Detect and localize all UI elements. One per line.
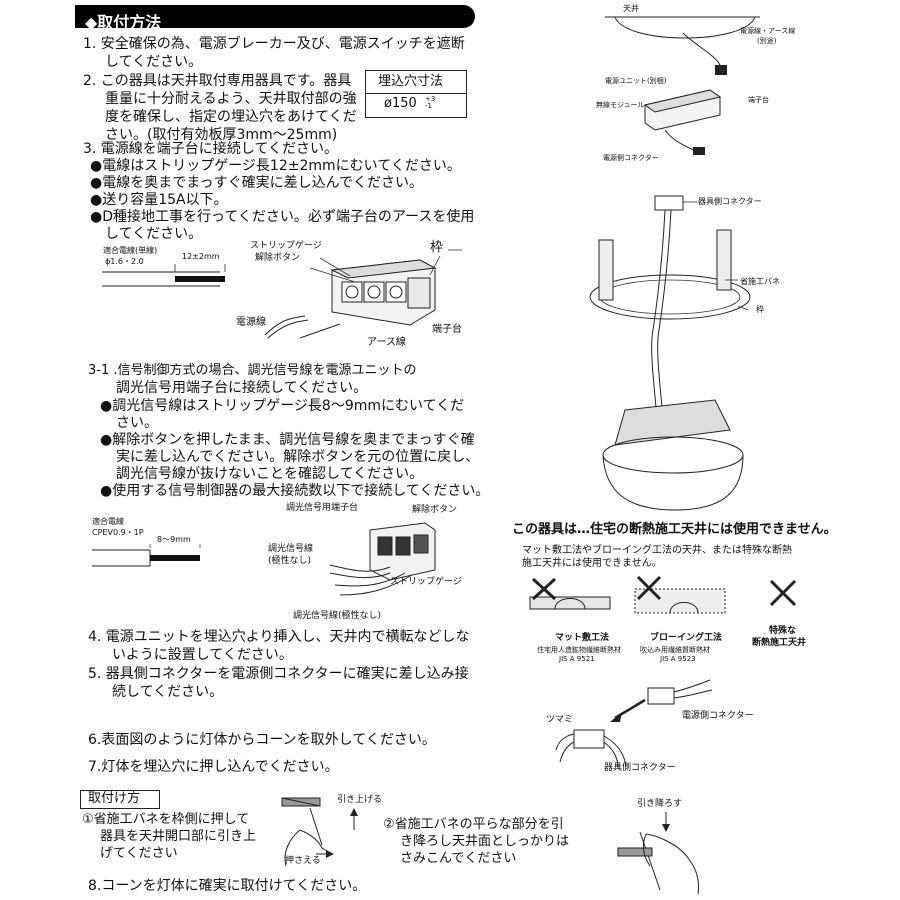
step3-bullet1: ●電線はストリップゲージ長12±2mmにむいてください。 [90,158,461,174]
step31-bullet3: ●使用する信号制御器の最大接続数以下で接続してください。 [100,483,490,499]
step31-bullet2b: 実に差し込んでください。解除ボタンを元の位置に戻し、 [116,449,480,465]
special-method-label1: 特殊な [769,626,797,636]
d1-wires-drawing [264,315,341,339]
spring-label: 省施工バネ [740,277,780,286]
power-conn-label2: 電源側コネクター [682,711,754,721]
warning-title: この器具は…住宅の断熱施工天井には使用できません。 [512,522,837,537]
page-title: ◆取付方法 [85,13,162,32]
step2-line3: 度を確保し、指定の埋込穴をあけてくだ [105,109,357,125]
step2-line2: 重量に十分耐えるよう、天井取付部の強 [105,91,357,107]
d2-wire-spec2: CPEV0.9・1P [92,528,144,537]
blowing-method-jis: JIS A 9523 [660,655,696,663]
connector-drawing [555,679,713,769]
d2-signal-wire-label: 調光信号線 [268,544,314,554]
mat-method-desc: 住宅用人造鉱物繊維断熱材 [537,646,621,654]
cutout-value: ø150 [384,96,417,111]
step31-bullet1b: さい。 [116,415,158,431]
step3-line1: 3. 電源線を端子台に接続してください。 [83,141,338,157]
special-method-drawing [769,579,797,607]
d2-release-button-label: 解除ボタン [412,505,458,515]
step2-line4: さい。(取付有効板厚3mm〜25mm) [105,127,338,143]
d2-terminal-label: 調光信号用端子台 [286,503,359,513]
d1-strip-gauge-label: ストリップゲージ [250,241,322,251]
wireless-module-label: 無線モジュール [596,101,645,109]
push-spring-drawing [281,797,358,867]
step31-line1: 3-1 .信号制御方式の場合、調光信号線を電源ユニットの [88,363,417,378]
d2-strip-gauge-label: ストリップゲージ [390,577,462,587]
title-bar [75,5,475,28]
d2-strip-length: 8〜9mm [157,535,191,544]
blowing-method-label: ブローイング工法 [650,633,723,643]
signal-terminal-drawing [329,522,436,596]
step3-bullet2: ●電線を奥までまっすぐ確実に差し込んでください。 [90,175,423,191]
cutout-tolerance: +3 -1 [425,95,436,110]
install-header: 取付け方 [88,791,141,806]
step5-line2: 続してください。 [112,684,224,700]
d1-wire-spec2: ϕ1.6・2.0 [105,257,144,266]
install-c2-line1: ②省施工バネの平らな部分を引 [383,817,564,832]
d1-terminal-label: 端子台 [432,324,462,335]
terminal-block-drawing [309,249,462,326]
step6: 6.表面図のように灯体からコーンを取外してください。 [88,732,436,748]
step7: 7.灯体を埋込穴に押し込んでください。 [88,759,339,775]
step1-line1: 1. 安全確保の為、電源ブレーカー及び、電源スイッチを遮断 [83,36,465,52]
d1-stripped-wire-drawing [102,264,226,287]
step3-bullet4a: ●D種接地工事を行ってください。必ず端子台のアースを使用 [90,209,475,225]
d1-release-button-label: 解除ボタン [255,253,301,263]
install-c2-line3: さみこんでください [400,851,517,866]
ceiling-label: 天井 [623,4,639,13]
step4-line2: いように設置してください。 [112,647,293,663]
d1-frame-label: 枠 [430,240,444,255]
special-method-label2: 断熱施工天井 [752,638,807,648]
press-label: 押さえる [285,856,321,866]
d2-signal-wire2-label: 調光信号線(極性なし) [293,611,382,621]
psu-label: 電源ユニット(別梱) [605,77,667,85]
power-earth-note: (別途) [757,37,777,45]
step4-line1: 4. 電源ユニットを埋込穴より挿入し、天井内で横転などしな [88,629,470,645]
install-c1-line1: ①省施工バネを枠側に押して [82,812,250,827]
step31-line2: 調光信号用端子台に接続してください。 [116,380,368,396]
step1-line2: してください。 [105,54,203,70]
step2-line1: 2. この器具は天井取付専用器具です。器具 [83,73,352,89]
d1-wire-spec1: 適合電線(単線) [103,246,158,255]
install-c1-line3: げてください [100,846,178,861]
psu-terminal-label: 端子台 [748,96,769,104]
step8: 8.コーンを灯体に確実に取付けてください。 [88,878,367,894]
install-c1-line2: 器具を天井開口部に引き上 [100,829,257,844]
mat-method-drawing [529,577,611,610]
power-earth-label: 電源線・アース線 [740,27,796,35]
install-header-box [80,790,160,809]
pull-up-label: 引き上げる [337,795,383,805]
mat-method-jis: JIS A 9521 [559,655,595,663]
pull-down-label: 引き降ろす [637,799,683,809]
d1-earth-wire-label: アース線 [367,337,406,348]
ceiling-psu-drawing [605,16,760,155]
d1-strip-length: 12±2mm [182,252,220,261]
warning-line2: 施工天井には使用できません。 [522,558,662,569]
step31-bullet2c: 調光信号線が抜けないことを確認してください。 [116,466,424,482]
cutout-label: 埋込穴寸法 [378,74,444,89]
blowing-method-drawing [634,575,726,614]
step3-bullet3: ●送り容量15A以下。 [90,192,228,208]
warning-line1: マット敷工法やブローイング工法の天井、または特殊な断熱 [522,545,792,556]
install-c2-line2: き降ろし天井面としっかりは [400,834,570,849]
d1-power-wire-label: 電源線 [236,317,266,328]
frame-label-right: 枠 [756,305,764,314]
cutout-size-box [365,70,467,118]
d2-signal-wire-polarity: (極性なし) [268,556,312,566]
power-conn-label: 電源側コネクター [603,154,659,162]
d2-stripped-wire-drawing [92,544,201,567]
pull-down-spring-drawing [617,812,699,895]
step31-bullet1a: ●調光信号線はストリップゲージ長8〜9mmにむいてくだ [100,398,465,414]
fixture-drawing [589,195,751,511]
mat-method-label: マット敷工法 [555,633,610,643]
fixture-conn-label: 器具側コネクター [698,197,762,206]
blowing-method-desc: 吹込み用繊維質断熱材 [640,646,710,654]
knob-label: ツマミ [546,715,574,725]
step5-line1: 5. 器具側コネクターを電源側コネクターに確実に差し込み接 [88,666,469,682]
step31-bullet2a: ●解除ボタンを押したまま、調光信号線を奥までまっすぐ確 [100,432,475,448]
step3-bullet4b: してください。 [105,226,203,242]
d2-wire-spec1: 適合電線 [92,517,124,526]
fixture-conn-label2: 器具側コネクター [604,763,676,773]
